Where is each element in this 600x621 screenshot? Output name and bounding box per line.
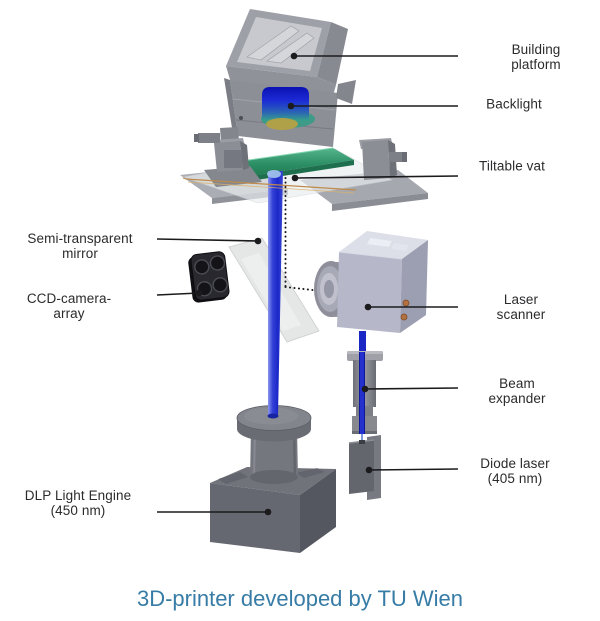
label-backlight: Backlight [486,96,542,112]
laser-beam-graphic [359,331,366,352]
label-building-platform: Building platform [511,41,561,72]
label-laser-scanner: Laser scanner [496,291,546,322]
laser-path-dotted-graphic [284,177,322,292]
label-ccd-camera-array: CCD-camera- array [26,290,112,321]
dlp-beam-graphic [185,170,357,419]
beam-expander-graphic [347,351,383,446]
leader-diode-laser [365,466,459,474]
label-semi-transparent-mirror: Semi-transparent mirror [27,230,133,261]
leader-beam-expander [361,385,459,393]
leader-tiltable-vat [291,174,459,182]
label-tiltable-vat: Tiltable vat [479,158,545,174]
laser-scanner-graphic [314,231,428,333]
leader-ccd-camera-array [156,289,203,297]
leader-lines [156,52,459,516]
backlight-graphic [261,87,315,130]
leader-laser-scanner [364,303,458,311]
figure-caption: 3D-printer developed by TU Wien [136,586,464,611]
ccd-camera-array-graphic [188,251,230,303]
leader-building-platform [290,52,458,60]
diode-laser-graphic [348,435,381,500]
leader-dlp-light-engine [157,508,272,516]
building-platform-graphic [224,9,356,147]
tiltable-vat-graphic [180,127,428,211]
leader-backlight [287,102,458,110]
label-dlp-light-engine: DLP Light Engine (450 nm) [24,487,132,518]
leader-semi-transparent-mirror [156,237,262,245]
dlp-light-engine-graphic [210,405,336,553]
label-diode-laser: Diode laser (405 nm) [480,455,550,486]
label-beam-expander: Beam expander [488,375,546,406]
